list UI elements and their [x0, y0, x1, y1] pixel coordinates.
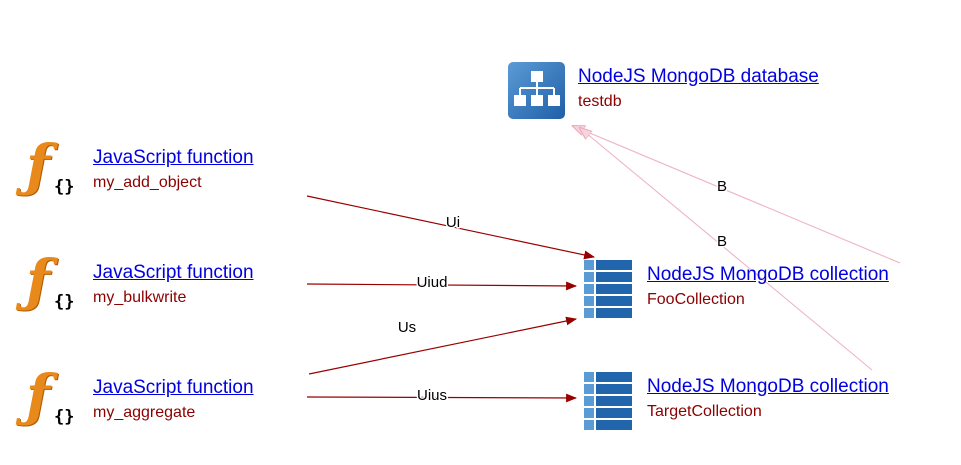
mongodb-collection-icon [584, 260, 632, 318]
collection-name: TargetCollection [647, 403, 762, 420]
edge-uiud [306, 281, 578, 291]
edge-b-targetcollection-db [580, 128, 873, 371]
edge-label-b1: B [717, 178, 727, 195]
javascript-function-icon: ƒ{} [26, 133, 75, 199]
edge-uius [306, 393, 578, 403]
edge-label-us: Us [398, 319, 416, 336]
mongodb-collection-icon [584, 372, 632, 430]
edge-label-uiud: Uiud [417, 274, 448, 291]
node-function-my_aggregate: ƒ{} JavaScript function my_aggregate [24, 363, 254, 429]
edge-ui [306, 195, 596, 260]
mongodb-database-icon [508, 62, 565, 119]
edge-label-b2: B [717, 233, 727, 250]
edge-label-ui: Ui [446, 214, 460, 231]
edge-us [308, 316, 578, 375]
javascript-function-icon: ƒ{} [26, 248, 75, 314]
function-link[interactable]: JavaScript function [93, 147, 254, 168]
node-collection-foocollection: NodeJS MongoDB collection FooCollection [583, 260, 889, 318]
collection-link[interactable]: NodeJS MongoDB collection [647, 376, 889, 397]
function-link[interactable]: JavaScript function [93, 262, 254, 283]
collection-link[interactable]: NodeJS MongoDB collection [647, 264, 889, 285]
function-name: my_add_object [93, 174, 202, 191]
node-collection-targetcollection: NodeJS MongoDB collection TargetCollecti… [583, 372, 889, 430]
function-name: my_bulkwrite [93, 289, 187, 306]
edge-b-foocollection-db [573, 126, 901, 264]
node-function-my_bulkwrite: ƒ{} JavaScript function my_bulkwrite [24, 248, 254, 314]
edge-label-uius: Uius [417, 387, 447, 404]
node-function-my_add_object: ƒ{} JavaScript function my_add_object [24, 133, 254, 199]
node-database: NodeJS MongoDB database testdb [508, 62, 819, 119]
function-name: my_aggregate [93, 404, 196, 421]
database-name: testdb [578, 93, 622, 110]
database-link[interactable]: NodeJS MongoDB database [578, 66, 819, 87]
javascript-function-icon: ƒ{} [26, 363, 75, 429]
collection-name: FooCollection [647, 291, 745, 308]
function-link[interactable]: JavaScript function [93, 377, 254, 398]
